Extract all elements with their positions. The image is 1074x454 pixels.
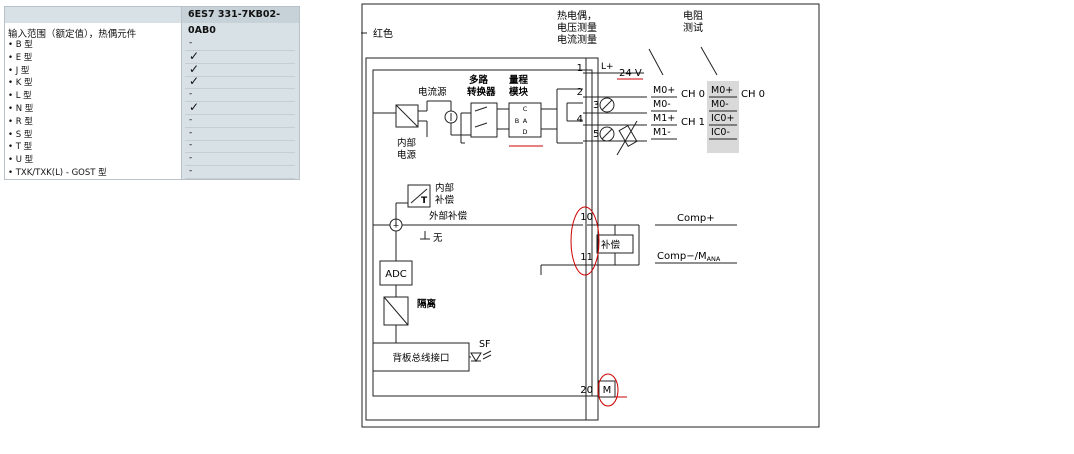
signal-m1minus: M1- (653, 127, 671, 138)
spec-row-label: • B 型 (8, 40, 33, 50)
sensor-ch1-symbol (599, 126, 615, 142)
comp-minus-label: Comp−/MANA (657, 251, 721, 263)
sf-led-icon (470, 352, 482, 362)
internal-power-label-1: 内部 (397, 137, 416, 149)
sf-label: SF (479, 339, 491, 350)
spec-row-label: • R 型 (8, 116, 33, 127)
none-label: 无 (433, 233, 443, 244)
svg-text:D: D (522, 128, 527, 136)
spec-row-label: • TXK/TXK(L) - GOST 型 (8, 168, 107, 178)
terminal-4: 4 (577, 114, 583, 125)
terminal-1: 1 (577, 63, 583, 74)
signal-m0plus: M0+ (653, 85, 675, 96)
mux-label-1: 多路 (469, 74, 489, 86)
top-header-res-line2: 测试 (683, 21, 703, 34)
spec-row-value: - (189, 89, 193, 100)
ch0-right-label: CH 0 (741, 89, 765, 100)
m-terminal-box (598, 380, 616, 398)
module-body (365, 57, 599, 421)
spec-table-title: 输入范围（额定值），热偶元件 (8, 29, 137, 40)
signal-right-m0minus: M0- (711, 99, 729, 110)
signal-m1plus: M1+ (653, 113, 675, 124)
diagram-frame (361, 3, 820, 428)
terminal-20: 20 (580, 385, 593, 396)
svg-text:C: C (523, 105, 528, 113)
top-header-tc-line2: 电压测量 (557, 21, 597, 34)
backplane-label: 背板总线接口 (392, 352, 449, 364)
range-module-label-2: 模块 (509, 86, 529, 98)
spec-row-value: ✓ (189, 61, 200, 76)
lplus-label: L+ (601, 62, 614, 72)
signal-right-m0plus: M0+ (711, 85, 733, 96)
spec-row-label: • J 型 (8, 65, 30, 76)
spec-row-label: • L 型 (8, 91, 32, 102)
svg-text:B: B (515, 117, 519, 125)
top-header-tc-line1: 热电偶， (557, 9, 597, 22)
svg-text:+: + (393, 221, 400, 230)
supply-label: 24 V (619, 68, 642, 79)
isolation-label: 隔离 (417, 298, 437, 310)
top-header-tc-line3: 电流测量 (557, 33, 597, 46)
current-source-label: 电流源 (418, 86, 447, 98)
red-circle-10-11 (570, 206, 600, 276)
adc-label: ADC (385, 269, 407, 280)
svg-text:A: A (523, 117, 528, 125)
multiplexer-box (470, 102, 498, 138)
spec-row-label: • N 型 (8, 104, 34, 114)
resistor-symbol (618, 125, 638, 147)
spec-row-value: ✓ (189, 48, 200, 63)
red-label: 红色 (373, 27, 393, 40)
comp-plus-label: Comp+ (677, 213, 715, 224)
spec-table-header: 6ES7 331-7KB02-0AB0 (181, 7, 299, 36)
sensor-ch0-symbol (599, 97, 615, 113)
internal-comp-symbol (407, 184, 431, 208)
signal-right-ic0plus: IC0+ (711, 113, 734, 124)
ch1-label: CH 1 (681, 117, 705, 128)
top-header-res-line1: 电阻 (683, 9, 703, 22)
spec-row-label: • S 型 (8, 129, 33, 140)
spec-row-label: • U 型 (8, 155, 34, 166)
terminal-11: 11 (580, 252, 593, 263)
spec-row-label: • K 型 (8, 78, 33, 89)
terminal-5: 5 (593, 129, 599, 140)
internal-comp-label-1: 内部 (435, 182, 454, 194)
spec-row-value: - (189, 140, 193, 151)
signal-right-ic0minus: IC0- (711, 127, 730, 138)
spec-row-label: • T 型 (8, 142, 33, 153)
svg-text:T: T (421, 196, 428, 206)
comp-box-label: 补偿 (601, 239, 621, 251)
wiring-diagram: 红色 热电偶， 电压测量 电流测量 电阻 测试 1 L+ 24 V 内部 电源 … (361, 3, 821, 429)
spec-row-value: - (189, 114, 193, 125)
resistance-signal-box (707, 81, 739, 153)
spec-row-value: ✓ (189, 100, 200, 114)
spec-row-value: - (189, 166, 193, 176)
ch0-label: CH 0 (681, 89, 705, 100)
external-comp-label: 外部补偿 (429, 210, 468, 222)
terminal-10: 10 (580, 212, 593, 223)
range-module-label-1: 量程 (509, 74, 529, 86)
internal-power-label-2: 电源 (397, 149, 417, 161)
spec-row-value: - (189, 38, 193, 48)
range-module-box (508, 102, 542, 138)
spec-row-label: • E 型 (8, 52, 33, 63)
spec-row-value: - (189, 153, 193, 164)
internal-comp-label-2: 补偿 (435, 194, 455, 206)
spec-row-value: ✓ (189, 74, 200, 89)
m-label: M (603, 385, 612, 396)
mux-label-2: 转换器 (467, 86, 496, 98)
spec-row-value: - (189, 127, 193, 138)
signal-m0minus: M0- (653, 99, 671, 110)
terminal-2: 2 (577, 87, 583, 98)
terminal-3: 3 (593, 100, 599, 111)
spec-table: 6ES7 331-7KB02-0AB0 输入范围（额定值），热偶元件 • B 型… (4, 6, 300, 180)
red-circle-m (597, 373, 619, 407)
